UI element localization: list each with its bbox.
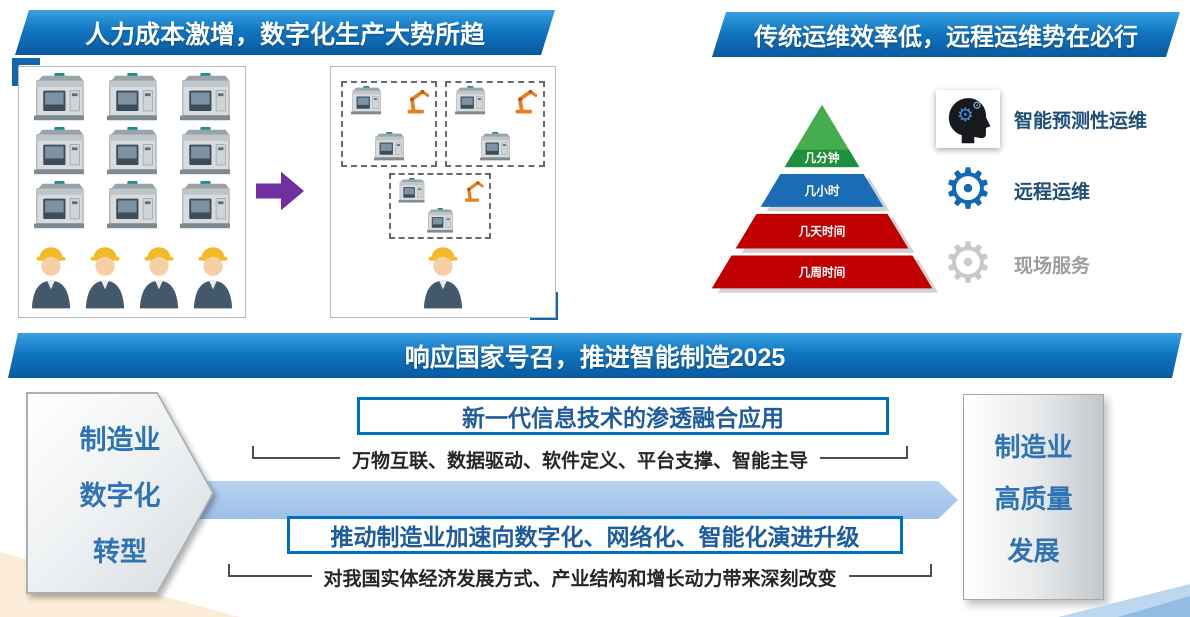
machine-icon: [172, 73, 238, 123]
right-block-line-3: 发展: [1007, 535, 1060, 566]
pyramid-layer: [784, 149, 860, 168]
frame-bracket-top-left: [12, 58, 40, 86]
machine-icon: [370, 132, 408, 162]
pyramid-layer-label: 几天时间: [799, 225, 846, 239]
gear-gray-icon: ⚙: [942, 231, 994, 296]
automated-machine-cell: [341, 81, 437, 167]
pyramid-layer: [711, 255, 933, 289]
lower-info-box-text: 推动制造业加速向数字化、网络化、智能化演进升级: [330, 524, 860, 550]
bottom-banner-text: 响应国家号召，推进智能制造2025: [404, 343, 786, 372]
labor-cost-banner: 人力成本激增，数字化生产大势所趋: [15, 10, 555, 55]
pyramid-layer-label: 几分钟: [804, 151, 839, 165]
automated-machine-cell: [389, 173, 491, 239]
left-block-line-1: 制造业: [79, 424, 161, 455]
left-transformation-block: 制造业 数字化 转型: [26, 392, 214, 594]
machine-icon: [172, 181, 238, 231]
worker-icon: [137, 235, 181, 313]
legend-item-predictive: ⚙ ⚙ 智能预测性运维: [936, 90, 1147, 148]
machine-icon: [476, 132, 514, 162]
response-time-pyramid: 几分钟几小时几天时间几周时间: [692, 88, 952, 312]
bracket-corner-left: [228, 563, 239, 577]
pyramid-layer-label: 几小时: [804, 184, 839, 198]
machine-icon: [26, 181, 92, 231]
right-block-line-2: 高质量: [994, 483, 1073, 514]
upper-info-box-text: 新一代信息技术的渗透融合应用: [462, 405, 784, 431]
machine-icon: [424, 208, 457, 234]
upper-caption-text: 万物互联、数据驱动、软件定义、平台支撑、智能主导: [352, 450, 809, 472]
automated-machine-cell: [445, 81, 545, 167]
bracket-line: [848, 564, 922, 577]
machine-icon: [451, 86, 489, 116]
pyramid-layer: [760, 174, 884, 207]
worker-icon: [191, 235, 235, 313]
legend-item-onsite: ⚙ 现场服务: [936, 234, 1090, 294]
machine-icon: [347, 86, 385, 116]
lower-info-box: 推动制造业加速向数字化、网络化、智能化演进升级: [287, 516, 903, 554]
machine-icon: [99, 73, 165, 123]
after-box: [330, 66, 556, 318]
upper-caption: 万物互联、数据驱动、软件定义、平台支撑、智能主导: [252, 444, 909, 474]
remote-ops-banner: 传统运维效率低，远程运维势在必行: [712, 12, 1180, 57]
legend-item-remote: ⚙ 远程运维: [936, 160, 1090, 220]
lower-caption: 对我国实体经济发展方式、产业结构和增长动力带来深刻改变: [228, 562, 933, 592]
right-goal-block: 制造业 高质量 发展: [963, 394, 1104, 600]
machine-icon: [26, 127, 92, 177]
head-gears-icon: ⚙ ⚙: [936, 90, 1000, 148]
bracket-line: [820, 446, 898, 459]
right-block-line-1: 制造业: [994, 431, 1073, 462]
machine-icon: [172, 127, 238, 177]
flow-arrow: [198, 481, 958, 519]
upper-info-box: 新一代信息技术的渗透融合应用: [357, 397, 889, 435]
svg-text:⚙: ⚙: [972, 99, 982, 112]
machine-icon: [99, 127, 165, 177]
machine-icon: [395, 178, 428, 204]
labor-cost-banner-text: 人力成本激增，数字化生产大势所趋: [84, 20, 485, 49]
left-block-lines: 制造业 数字化 转型: [26, 392, 214, 594]
left-block-line-2: 数字化: [79, 480, 161, 511]
pyramid-layer-label: 几周时间: [799, 265, 846, 279]
machine-icon: [99, 181, 165, 231]
robot-arm-icon: [512, 85, 540, 115]
robot-arm-icon: [462, 177, 486, 203]
before-box: [18, 66, 246, 318]
legend-label-remote: 远程运维: [1014, 181, 1091, 203]
worker-icon: [29, 235, 73, 313]
left-block-line-3: 转型: [93, 536, 147, 567]
lower-caption-text: 对我国实体经济发展方式、产业结构和增长动力带来深刻改变: [323, 568, 837, 590]
bracket-line: [263, 446, 340, 459]
worker-icon: [83, 235, 127, 313]
robot-arm-icon: [404, 85, 432, 115]
worker-icon: [421, 237, 465, 311]
bracket-corner-left: [252, 445, 263, 459]
worker-row: [29, 233, 235, 313]
bottom-banner: 响应国家号召，推进智能制造2025: [8, 333, 1182, 378]
remote-ops-banner-text: 传统运维效率低，远程运维势在必行: [754, 24, 1138, 51]
gear-blue-icon: ⚙: [942, 157, 994, 222]
pyramid-layer: [735, 213, 909, 249]
bracket-corner-right: [897, 445, 909, 459]
bracket-line: [239, 564, 312, 577]
machine-grid: [24, 72, 240, 232]
transition-arrow: [256, 171, 304, 211]
legend-label-predictive: 智能预测性运维: [1014, 110, 1148, 132]
legend-label-onsite: 现场服务: [1014, 255, 1091, 277]
machine-icon: [26, 73, 92, 123]
bracket-corner-right: [921, 563, 933, 577]
svg-text:⚙: ⚙: [957, 105, 974, 126]
